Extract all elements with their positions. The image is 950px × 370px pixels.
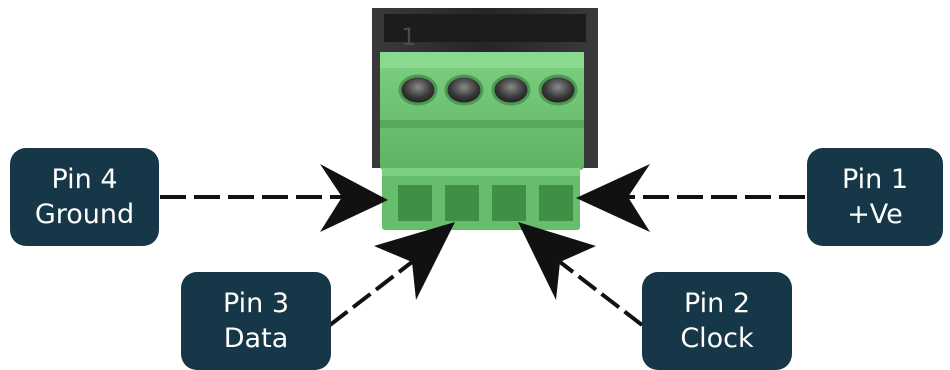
- arrow-head-pin1: [576, 164, 650, 232]
- screw-terminals: [398, 74, 578, 106]
- arrow-heads: [320, 164, 650, 300]
- pin-4-number: Pin 4: [51, 164, 118, 195]
- pin-3-function: Data: [223, 323, 289, 354]
- pin-2-label: Pin 2 Clock: [642, 272, 792, 370]
- wire-entry-4: [398, 185, 432, 221]
- pin-3-label: Pin 3 Data: [181, 272, 331, 370]
- arrow-head-pin3: [374, 222, 455, 300]
- pin-3-number: Pin 3: [222, 288, 290, 319]
- screw-hole-1: [538, 74, 578, 106]
- pin-4-function: Ground: [34, 199, 135, 230]
- pin-one-marking: 1: [401, 23, 416, 51]
- wire-entry-2: [492, 185, 526, 221]
- wire-entry-1: [539, 185, 573, 221]
- arrow-head-pin4: [320, 164, 388, 232]
- arrow-head-pin2: [518, 222, 596, 300]
- screw-hole-2: [491, 74, 531, 106]
- wire-entry-3: [445, 185, 479, 221]
- screw-hole-3: [444, 74, 484, 106]
- leader-line-pin3: [328, 260, 414, 327]
- screw-hole-4: [398, 74, 438, 106]
- pin-1-label: Pin 1 +Ve: [807, 148, 943, 246]
- pin-1-number: Pin 1: [841, 164, 909, 195]
- pin-1-function: +Ve: [847, 199, 903, 230]
- leader-line-pin2: [558, 260, 644, 327]
- wire-entries: [398, 185, 573, 221]
- pin-2-number: Pin 2: [683, 288, 751, 319]
- pin-2-function: Clock: [680, 323, 754, 354]
- pin-4-label: Pin 4 Ground: [10, 148, 159, 246]
- leader-lines: [160, 195, 805, 327]
